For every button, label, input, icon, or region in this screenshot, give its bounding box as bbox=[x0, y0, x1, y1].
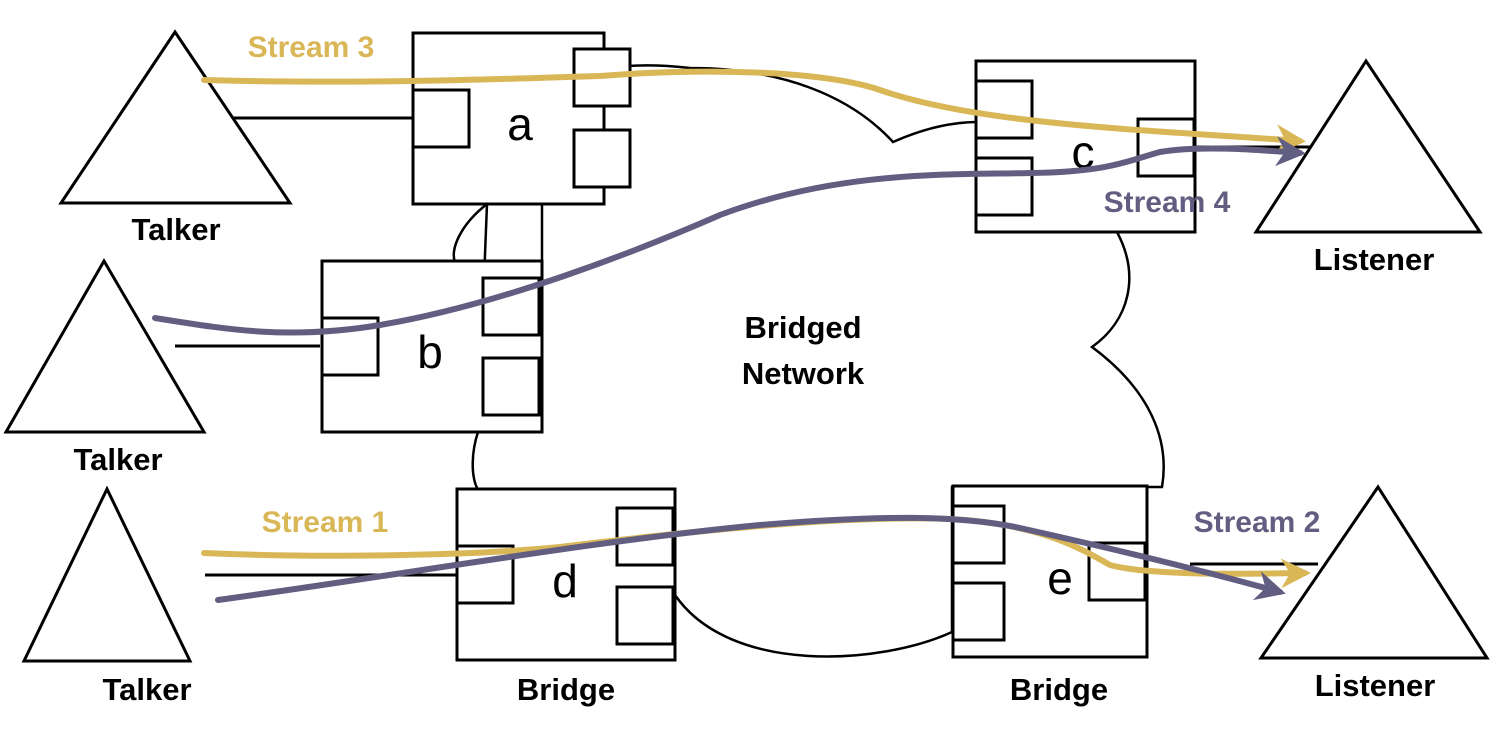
stream-2-label: Stream 2 bbox=[1194, 506, 1321, 539]
listener-top-label: Listener bbox=[1314, 242, 1435, 277]
talker-top-label: Talker bbox=[131, 212, 220, 247]
stream-3-label: Stream 3 bbox=[248, 31, 375, 64]
talker-bottom bbox=[21, 485, 193, 663]
bridge-b-port-right-bottom bbox=[481, 356, 541, 417]
network-label-line-1: Bridged bbox=[744, 310, 861, 345]
stream-3-path bbox=[201, 68, 1306, 155]
stream-1-label: Stream 1 bbox=[262, 506, 389, 539]
bridge-b-letter: b bbox=[417, 326, 443, 378]
bridge-c-port-left-top bbox=[974, 79, 1034, 140]
listener-bottom-triangle bbox=[1258, 484, 1490, 660]
network-label-line-2: Network bbox=[742, 356, 865, 391]
talker-middle-triangle bbox=[3, 258, 207, 434]
bridge-d-caption: Bridge bbox=[517, 672, 615, 707]
listener-top-triangle bbox=[1253, 58, 1483, 234]
bridge-e-caption: Bridge bbox=[1010, 672, 1108, 707]
bridge-c-letter: c bbox=[1072, 126, 1095, 178]
talker-middle-label: Talker bbox=[73, 442, 162, 477]
listener-bottom-label: Listener bbox=[1315, 668, 1436, 703]
bridge-b: b bbox=[320, 259, 544, 434]
bridge-e: e Bridge bbox=[951, 484, 1149, 707]
stream-4-path bbox=[152, 136, 1306, 336]
talker-middle bbox=[3, 258, 207, 434]
bridge-e-port-left-bottom bbox=[951, 581, 1006, 642]
bridge-d-letter: d bbox=[552, 555, 578, 607]
bridge-d-port-right-bottom bbox=[615, 585, 675, 646]
bridge-a-port-left bbox=[411, 88, 471, 149]
stream-2-path bbox=[215, 514, 1286, 603]
bridge-a: a bbox=[411, 31, 632, 206]
stream-4-label: Stream 4 bbox=[1104, 186, 1231, 219]
bridge-a-letter: a bbox=[507, 98, 533, 150]
talker-top-triangle bbox=[58, 29, 293, 205]
bridge-e-port-left-top bbox=[951, 504, 1006, 565]
bridge-d: d Bridge bbox=[455, 487, 677, 707]
talker-bottom-label: Talker bbox=[102, 672, 191, 707]
listener-bottom bbox=[1258, 484, 1490, 660]
listener-top bbox=[1253, 58, 1483, 234]
talker-bottom-triangle bbox=[21, 485, 193, 663]
bridge-e-letter: e bbox=[1047, 552, 1073, 604]
talker-top bbox=[58, 29, 293, 205]
bridge-c-port-left-bottom bbox=[974, 156, 1034, 217]
bridge-a-port-right-bottom bbox=[572, 128, 632, 189]
